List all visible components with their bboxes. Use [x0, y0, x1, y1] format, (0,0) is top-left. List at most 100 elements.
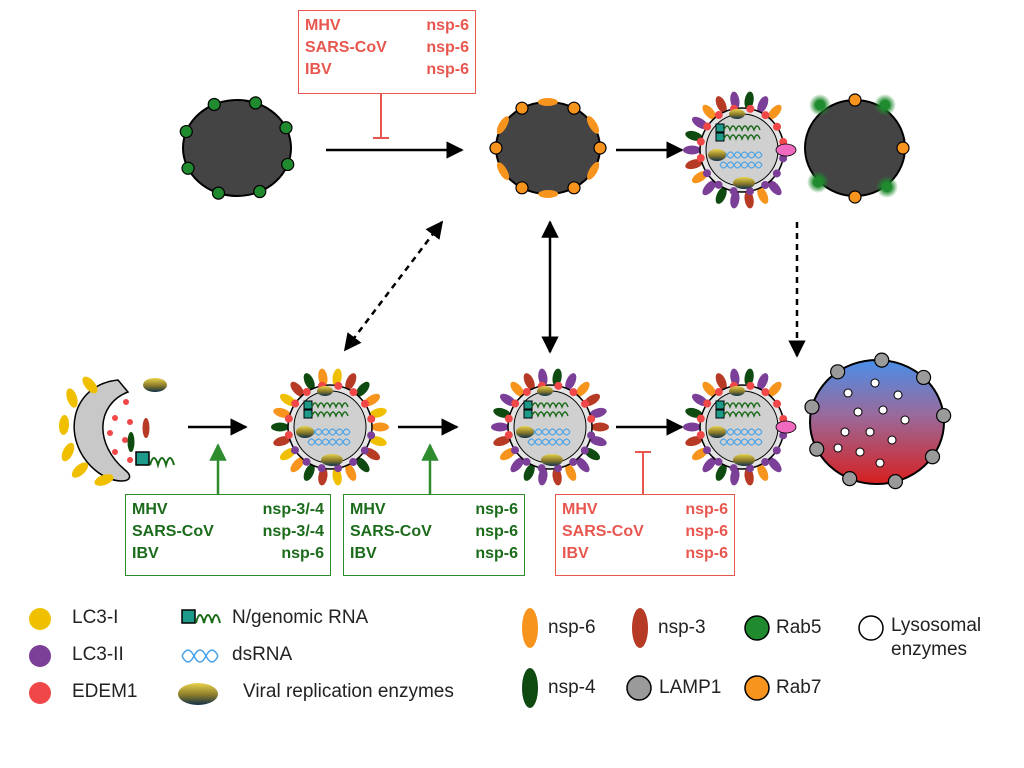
membrane-protein [493, 407, 511, 418]
membrane-dot [290, 446, 299, 455]
genomic-rna [311, 411, 349, 418]
lysosomal-enzyme [865, 427, 875, 437]
edem1-marker [123, 399, 129, 405]
genomic-rna [531, 411, 569, 418]
membrane-protein [565, 373, 577, 390]
rab5-marker [211, 186, 226, 200]
viral-replication-enzyme [321, 454, 343, 466]
membrane-protein [767, 180, 782, 196]
rab5-marker [279, 121, 293, 135]
viral-replication-enzyme [729, 386, 745, 396]
legend-lc3-1: LC3-I [72, 607, 119, 628]
membrane-dot [284, 414, 293, 423]
membrane-dot [702, 446, 711, 455]
early-endosome [179, 96, 295, 200]
rab7-marker [848, 190, 862, 204]
nsp6-marker [538, 189, 559, 198]
lc3-1-marker [66, 388, 78, 408]
membrane-dot [772, 446, 781, 455]
membrane-protein [730, 91, 740, 110]
membrane-dot [696, 414, 705, 423]
viral-replication-enzyme [143, 378, 167, 392]
legend-lysosomal-enzymes: Lysosomal enzymes [891, 615, 982, 660]
membrane-dot [714, 180, 723, 189]
nsp6-marker [496, 162, 510, 181]
edem1-marker [122, 437, 128, 443]
edem1-marker [127, 419, 133, 425]
membrane-dot [284, 431, 293, 440]
double-membrane-vesicle-2 [491, 368, 609, 486]
membrane-dot [761, 111, 770, 120]
legend-swatches [29, 608, 884, 708]
lc3-1-marker [61, 442, 75, 462]
rab7-marker [848, 93, 862, 107]
rab5-swatch [744, 615, 770, 641]
membrane-dot [696, 154, 705, 163]
fusion-marker [775, 420, 797, 434]
membrane-dot [761, 388, 770, 397]
legend-viral-enzymes: Viral replication enzymes [243, 681, 454, 702]
rab7-marker [896, 141, 910, 155]
membrane-protein [685, 130, 703, 141]
membrane-dot [537, 464, 546, 473]
rab7-marker [489, 141, 503, 155]
edem1-marker [112, 415, 118, 421]
membrane-protein [510, 457, 525, 473]
membrane-protein [575, 457, 590, 473]
legend-rab5: Rab5 [776, 617, 822, 638]
membrane-dot [349, 388, 358, 397]
membrane-protein [303, 464, 315, 481]
membrane-dot [773, 399, 782, 408]
double-membrane-vesicle-1 [271, 368, 389, 486]
membrane-dot [504, 414, 513, 423]
membrane-dot [761, 458, 770, 467]
membrane-dot [302, 387, 311, 396]
membrane-protein [744, 91, 754, 110]
nsp6-marker [587, 161, 600, 180]
lamp1-marker [924, 449, 941, 465]
membrane-protein [702, 104, 717, 120]
edem1-marker [127, 457, 133, 463]
lysosomal-enzyme [833, 443, 843, 453]
membrane-protein [303, 373, 315, 390]
lysosomal-enzyme [875, 458, 885, 468]
membrane-protein [565, 464, 577, 481]
lamp1-marker [915, 369, 932, 386]
membrane-dot [291, 399, 300, 408]
viral-replication-enzyme [317, 386, 333, 396]
membrane-protein [757, 187, 769, 204]
lamp1-marker [809, 441, 825, 457]
lysosomal-enzyme [878, 405, 888, 415]
membrane-dot [554, 464, 563, 473]
inhibit-connector-top [373, 93, 389, 139]
membrane-dot [587, 431, 596, 440]
lysosomal-enzyme [843, 388, 853, 398]
lc3-1-swatch [29, 608, 51, 630]
genomic-rna [723, 125, 761, 132]
rab5-marker [882, 182, 892, 192]
rab7-marker [567, 101, 581, 115]
membrane-protein [552, 368, 562, 387]
viral-replication-enzyme [516, 426, 534, 438]
membrane-dot [696, 137, 705, 146]
viral-replication-enzyme [733, 454, 755, 466]
membrane-protein [685, 407, 703, 418]
membrane-dot [746, 464, 755, 473]
nsp4-marker [127, 432, 135, 452]
lysosomal-enzyme [893, 390, 903, 400]
membrane-protein [552, 467, 562, 486]
membrane-dot [702, 169, 711, 178]
n-protein-marker [135, 451, 150, 466]
membrane-dot [334, 464, 343, 473]
phagophore [58, 376, 175, 486]
membrane-protein [685, 436, 703, 447]
membrane-dot [511, 399, 520, 408]
lysosomal-enzyme-swatch [858, 615, 884, 641]
membrane-protein [318, 368, 328, 387]
membrane-protein [702, 457, 717, 473]
lysosomal-enzyme [853, 407, 863, 417]
legend-edem1: EDEM1 [72, 681, 138, 702]
genomic-rna [311, 402, 349, 409]
membrane-protein [757, 96, 769, 113]
